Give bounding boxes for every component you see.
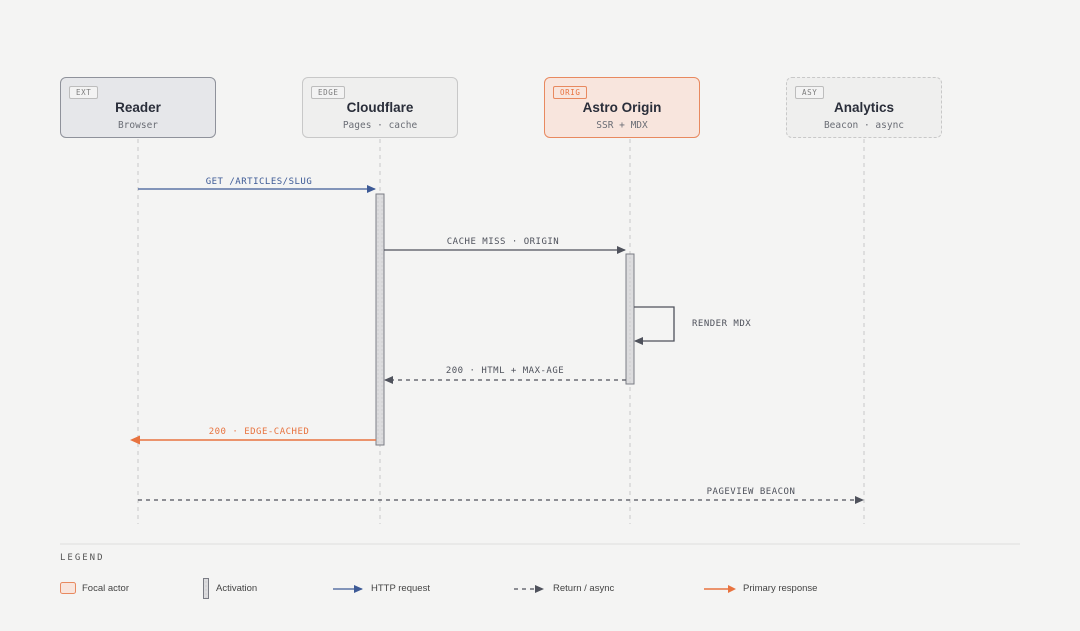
label-html-return: 200 · HTML + MAX-AGE — [446, 366, 564, 376]
actor-subtitle: Browser — [117, 120, 159, 131]
activation-cloudflare — [375, 193, 385, 446]
actor-tag: ASY — [795, 86, 825, 99]
actor-name: Cloudflare — [346, 100, 414, 115]
actor-astro-origin: ORIG Astro Origin SSR + MDX — [544, 77, 700, 138]
actor-reader: EXT Reader Browser — [60, 77, 216, 138]
legend-label-request: HTTP request — [371, 583, 430, 594]
actor-tag: EDGE — [311, 86, 346, 99]
label-edge-cached: 200 · EDGE-CACHED — [209, 427, 310, 437]
arrow-render-mdx — [634, 306, 675, 345]
actor-name: Reader — [115, 100, 161, 115]
actor-name: Astro Origin — [582, 100, 662, 115]
actor-cloudflare: EDGE Cloudflare Pages · cache — [302, 77, 458, 138]
label-get-articles: GET /ARTICLES/SLUG — [206, 177, 313, 187]
legend-label-primary: Primary response — [743, 583, 818, 594]
legend-focal-swatch — [60, 582, 76, 594]
actor-name: Analytics — [833, 100, 895, 115]
label-cache-miss: CACHE MISS · ORIGIN — [447, 237, 559, 247]
actor-tag: EXT — [69, 86, 99, 99]
actor-analytics: ASY Analytics Beacon · async — [786, 77, 942, 138]
legend-activation-swatch — [203, 578, 209, 599]
actor-tag: ORIG — [553, 86, 588, 99]
legend-label-activation: Activation — [216, 583, 258, 594]
actor-subtitle: SSR + MDX — [596, 120, 648, 131]
legend-title: LEGEND — [60, 553, 105, 563]
label-pageview-beacon: PAGEVIEW BEACON — [707, 487, 796, 497]
activation-astro-origin — [625, 253, 635, 385]
actor-subtitle: Pages · cache — [342, 120, 418, 131]
legend-primary-arrowhead — [728, 585, 736, 593]
actor-subtitle: Beacon · async — [823, 120, 905, 131]
label-render-mdx: RENDER MDX — [692, 319, 751, 329]
legend-label-focal: Focal actor — [82, 583, 129, 594]
legend-label-return: Return / async — [553, 583, 615, 594]
